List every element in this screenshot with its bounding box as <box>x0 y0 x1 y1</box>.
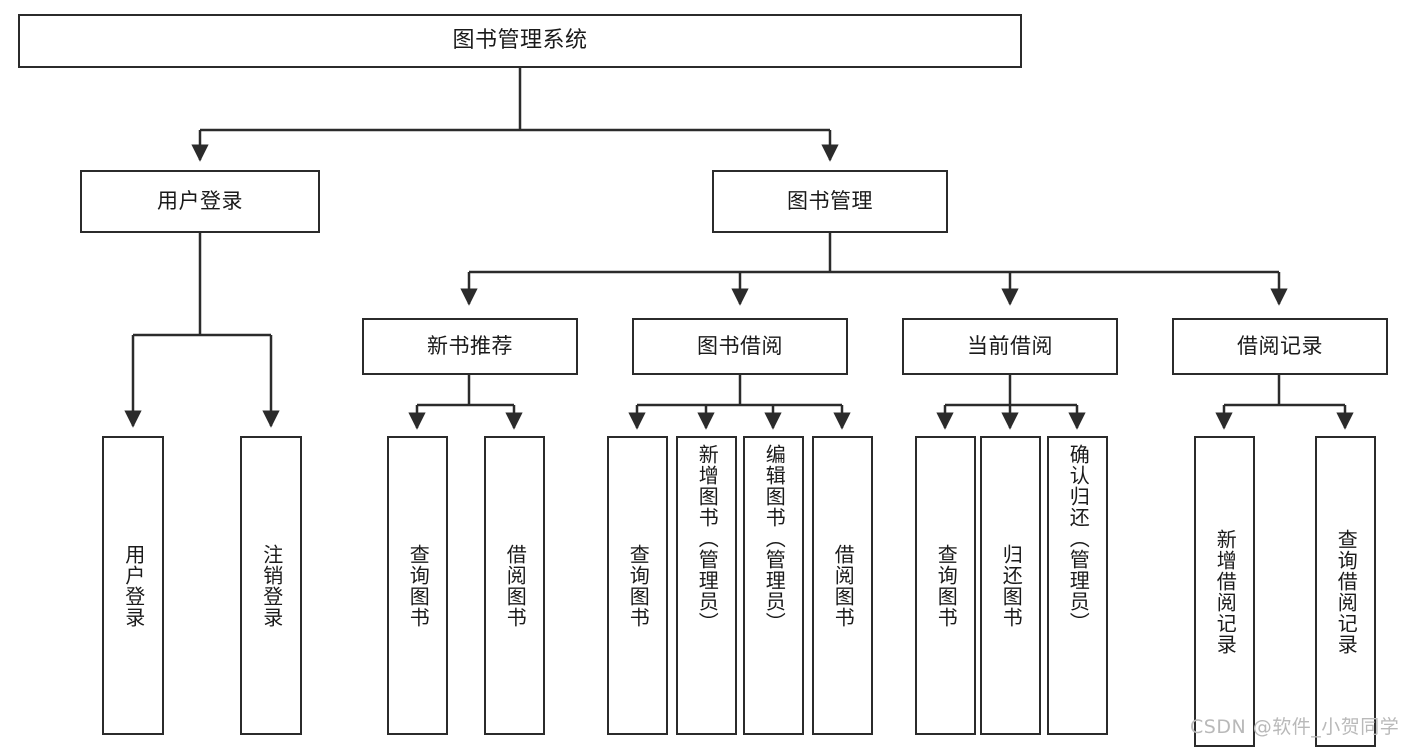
node-leaf-query-book-2-label: 查询图书 <box>626 543 651 628</box>
node-new-book-rec[interactable]: 新书推荐 <box>362 318 578 375</box>
node-leaf-user-login[interactable]: 用户登录 <box>102 436 164 735</box>
node-root-label: 图书管理系统 <box>452 27 588 53</box>
node-leaf-return-book-label: 归还图书 <box>999 543 1024 628</box>
node-leaf-query-book-1[interactable]: 查询图书 <box>387 436 448 735</box>
node-leaf-add-book[interactable]: 新增图书（管理员） <box>676 436 737 735</box>
node-user-login[interactable]: 用户登录 <box>80 170 320 233</box>
node-leaf-borrow-book-2-label: 借阅图书 <box>831 543 856 628</box>
node-leaf-add-record-label: 新增借阅记录 <box>1213 528 1238 655</box>
node-book-manage-label: 图书管理 <box>787 188 873 213</box>
node-leaf-user-logout[interactable]: 注销登录 <box>240 436 302 735</box>
node-root[interactable]: 图书管理系统 <box>18 14 1022 68</box>
node-leaf-query-book-3[interactable]: 查询图书 <box>915 436 976 735</box>
node-leaf-confirm-return[interactable]: 确认归还（管理员） <box>1047 436 1108 735</box>
node-user-login-label: 用户登录 <box>157 188 243 213</box>
node-borrow-record-label: 借阅记录 <box>1237 333 1323 358</box>
node-leaf-edit-book-label: 编辑图书（管理员） <box>762 444 787 633</box>
node-leaf-query-book-3-label: 查询图书 <box>934 543 959 628</box>
node-leaf-user-logout-label: 注销登录 <box>259 543 284 628</box>
node-borrow-record[interactable]: 借阅记录 <box>1172 318 1388 375</box>
node-leaf-query-book-1-label: 查询图书 <box>406 543 431 628</box>
node-leaf-return-book[interactable]: 归还图书 <box>980 436 1041 735</box>
watermark-text: CSDN @软件_小贺同学 <box>1190 716 1400 738</box>
node-new-book-rec-label: 新书推荐 <box>427 333 513 358</box>
node-current-borrow[interactable]: 当前借阅 <box>902 318 1118 375</box>
node-book-borrow[interactable]: 图书借阅 <box>632 318 848 375</box>
node-leaf-edit-book[interactable]: 编辑图书（管理员） <box>743 436 804 735</box>
node-leaf-borrow-book-2[interactable]: 借阅图书 <box>812 436 873 735</box>
node-leaf-borrow-book-1[interactable]: 借阅图书 <box>484 436 545 735</box>
node-leaf-user-login-label: 用户登录 <box>121 543 146 628</box>
node-leaf-confirm-return-label: 确认归还（管理员） <box>1066 444 1091 633</box>
node-current-borrow-label: 当前借阅 <box>967 333 1053 358</box>
node-leaf-query-record[interactable]: 查询借阅记录 <box>1315 436 1376 747</box>
node-leaf-borrow-book-1-label: 借阅图书 <box>503 543 528 628</box>
node-leaf-query-record-label: 查询借阅记录 <box>1334 528 1359 655</box>
node-leaf-query-book-2[interactable]: 查询图书 <box>607 436 668 735</box>
node-book-borrow-label: 图书借阅 <box>697 333 783 358</box>
node-book-manage[interactable]: 图书管理 <box>712 170 948 233</box>
node-leaf-add-record[interactable]: 新增借阅记录 <box>1194 436 1255 747</box>
node-leaf-add-book-label: 新增图书（管理员） <box>695 444 720 633</box>
